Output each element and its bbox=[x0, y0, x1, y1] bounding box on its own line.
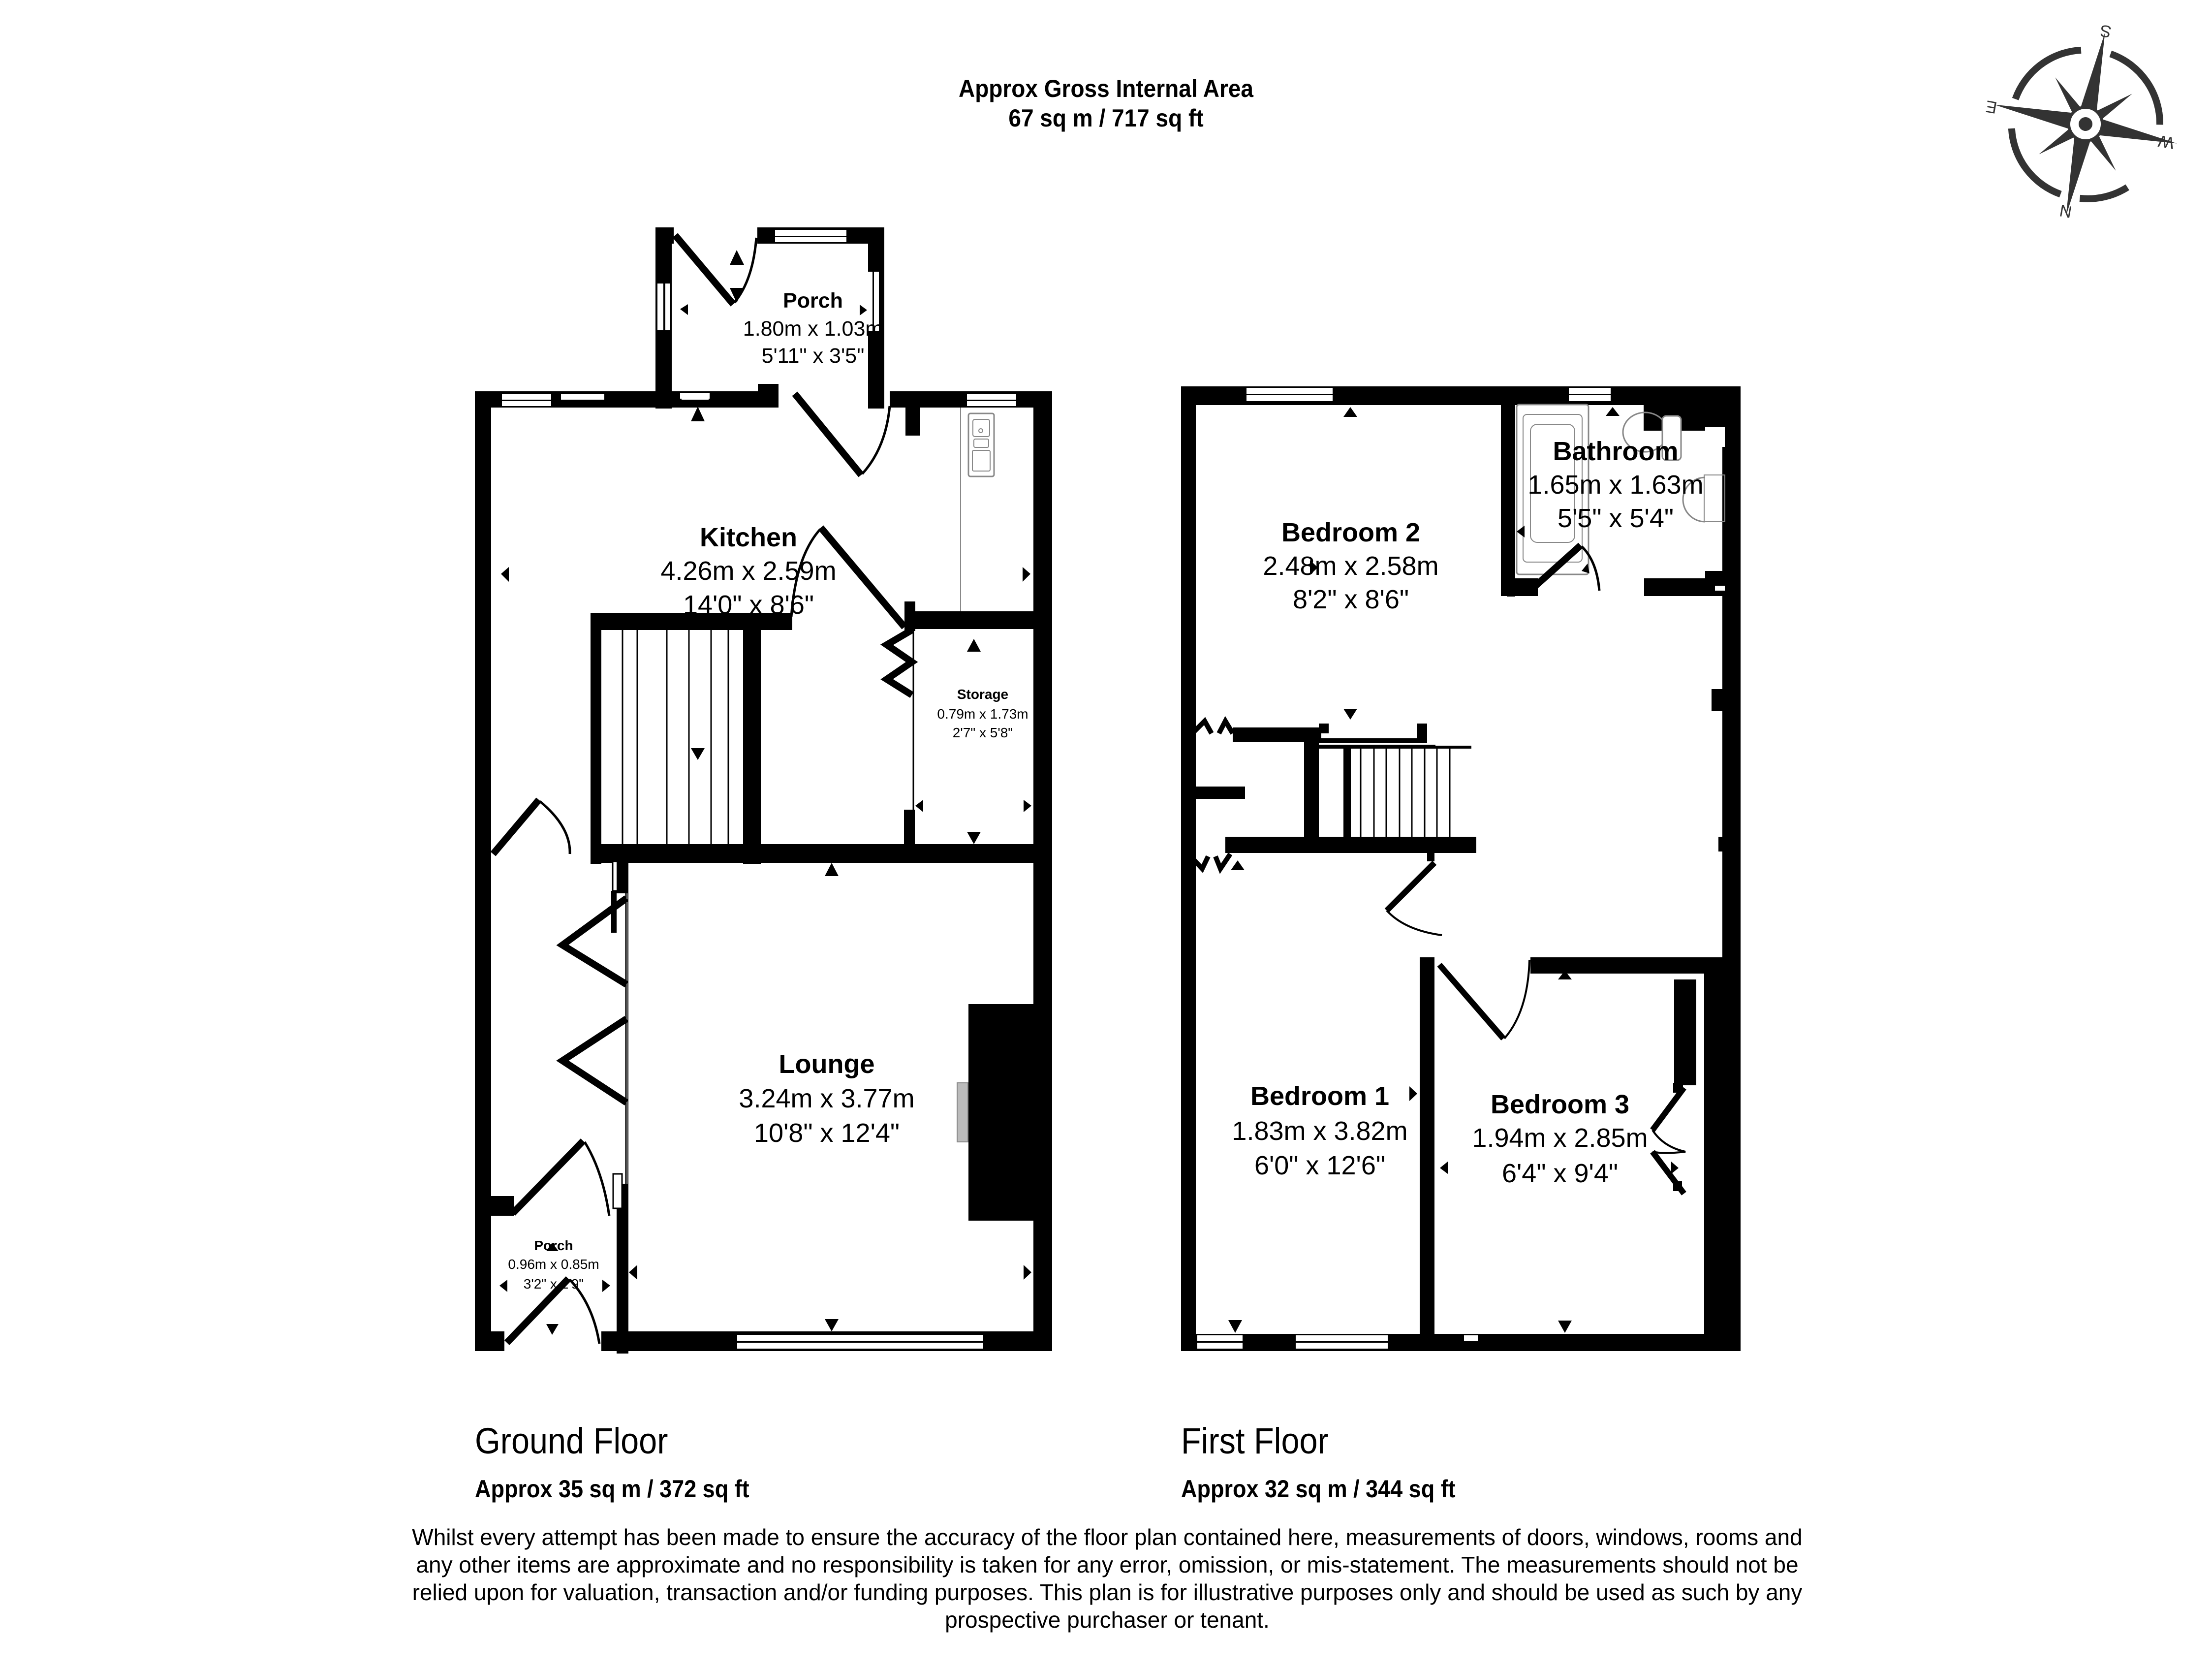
room-metric-bathroom: 1.65m x 1.63m bbox=[1527, 470, 1703, 500]
disclaimer-line: Whilst every attempt has been made to en… bbox=[412, 1524, 1803, 1550]
room-metric-kitchen: 4.26m x 2.59m bbox=[660, 556, 836, 586]
room-name-kitchen: Kitchen bbox=[700, 523, 797, 552]
disclaimer-line: prospective purchaser or tenant. bbox=[945, 1607, 1270, 1633]
room-metric-porch-rear: 1.80m x 1.03m bbox=[743, 317, 883, 341]
room-metric-porch-front: 0.96m x 0.85m bbox=[508, 1257, 599, 1272]
room-imperial-bedroom3: 6'4" x 9'4" bbox=[1502, 1159, 1618, 1188]
compass-label-e: E bbox=[1984, 96, 1998, 117]
room-name-lounge: Lounge bbox=[779, 1049, 875, 1079]
room-name-porch-front: Porch bbox=[534, 1238, 573, 1253]
room-name-bathroom: Bathroom bbox=[1553, 437, 1679, 466]
room-name-bedroom1: Bedroom 1 bbox=[1250, 1081, 1389, 1111]
room-imperial-bedroom2: 8'2" x 8'6" bbox=[1293, 585, 1409, 614]
compass-icon bbox=[1994, 32, 2177, 216]
gia-title: Approx Gross Internal Area bbox=[958, 75, 1254, 102]
room-metric-lounge: 3.24m x 3.77m bbox=[739, 1084, 914, 1113]
room-imperial-kitchen: 14'0" x 8'6" bbox=[683, 590, 814, 620]
compass-label-s: S bbox=[2099, 21, 2113, 41]
room-name-bedroom2: Bedroom 2 bbox=[1281, 518, 1420, 547]
room-imperial-storage: 2'7" x 5'8" bbox=[953, 725, 1013, 740]
room-metric-bedroom2: 2.48m x 2.58m bbox=[1263, 551, 1438, 581]
room-imperial-porch-rear: 5'11" x 3'5" bbox=[762, 344, 865, 368]
room-metric-bedroom3: 1.94m x 2.85m bbox=[1472, 1123, 1648, 1153]
ground-floor-plan bbox=[475, 227, 1052, 1354]
room-imperial-bathroom: 5'5" x 5'4" bbox=[1558, 504, 1674, 533]
compass-label-n: N bbox=[2058, 201, 2073, 221]
room-imperial-lounge: 10'8" x 12'4" bbox=[754, 1118, 900, 1148]
compass-label-w: W bbox=[2157, 131, 2176, 153]
room-name-storage: Storage bbox=[957, 687, 1008, 702]
measure-arrows bbox=[499, 250, 1732, 1335]
ground-floor-title: Ground Floor bbox=[475, 1420, 668, 1461]
disclaimer: Whilst every attempt has been made to en… bbox=[344, 1523, 1870, 1634]
room-metric-bedroom1: 1.83m x 3.82m bbox=[1232, 1116, 1407, 1146]
disclaimer-line: any other items are approximate and no r… bbox=[416, 1552, 1799, 1577]
room-name-bedroom3: Bedroom 3 bbox=[1491, 1090, 1629, 1119]
disclaimer-line: relied upon for valuation, transaction a… bbox=[412, 1579, 1803, 1605]
ground-floor-area: Approx 35 sq m / 372 sq ft bbox=[475, 1475, 749, 1503]
first-floor-area: Approx 32 sq m / 344 sq ft bbox=[1181, 1475, 1456, 1503]
room-labels: Porch 1.80m x 1.03m 5'11" x 3'5" Kitchen… bbox=[508, 289, 1703, 1292]
room-imperial-bedroom1: 6'0" x 12'6" bbox=[1254, 1151, 1385, 1180]
gia-total: 67 sq m / 717 sq ft bbox=[1008, 104, 1204, 132]
room-metric-storage: 0.79m x 1.73m bbox=[937, 706, 1028, 722]
first-floor-title: First Floor bbox=[1181, 1420, 1329, 1461]
gross-internal-area: Approx Gross Internal Area 67 sq m / 717… bbox=[89, 74, 2123, 133]
room-name-porch-rear: Porch bbox=[783, 289, 843, 313]
room-imperial-porch-front: 3'2" x 2'9" bbox=[524, 1276, 584, 1292]
first-floor-plan bbox=[1181, 386, 1741, 1351]
